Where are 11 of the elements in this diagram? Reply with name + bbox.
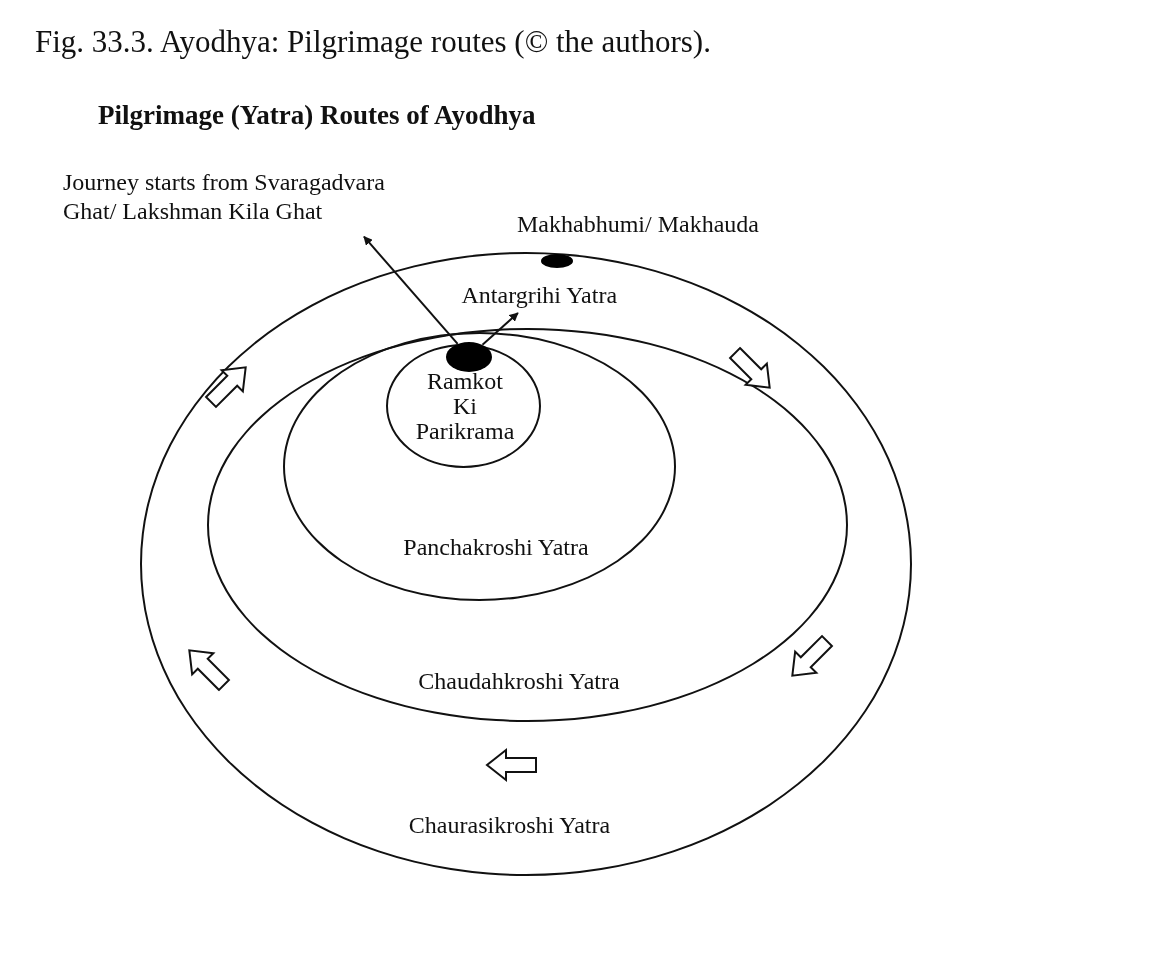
figure-caption: Fig. 33.3. Ayodhya: Pilgrimage routes (© the authors).	[35, 24, 711, 60]
arrow	[363, 235, 459, 345]
route-name: Panchakroshi Yatra	[402, 532, 590, 562]
route-label: Journey starts from Svaragadvara Ghat/ Lakshman Kila Ghat	[63, 168, 413, 234]
arrow	[481, 312, 519, 346]
route-label: Antargrihi Yatra	[461, 280, 677, 313]
place-label: Makhabhumi/ Makhauda	[517, 210, 759, 239]
route-name: Chaurasikroshi Yatra	[407, 810, 612, 840]
route-name: Chaudahkroshi Yatra	[417, 667, 621, 696]
route-name: Ramkot Ki Parikrama	[415, 369, 515, 445]
diagram-title: Pilgrimage (Yatra) Routes of Ayodhya	[98, 100, 536, 131]
